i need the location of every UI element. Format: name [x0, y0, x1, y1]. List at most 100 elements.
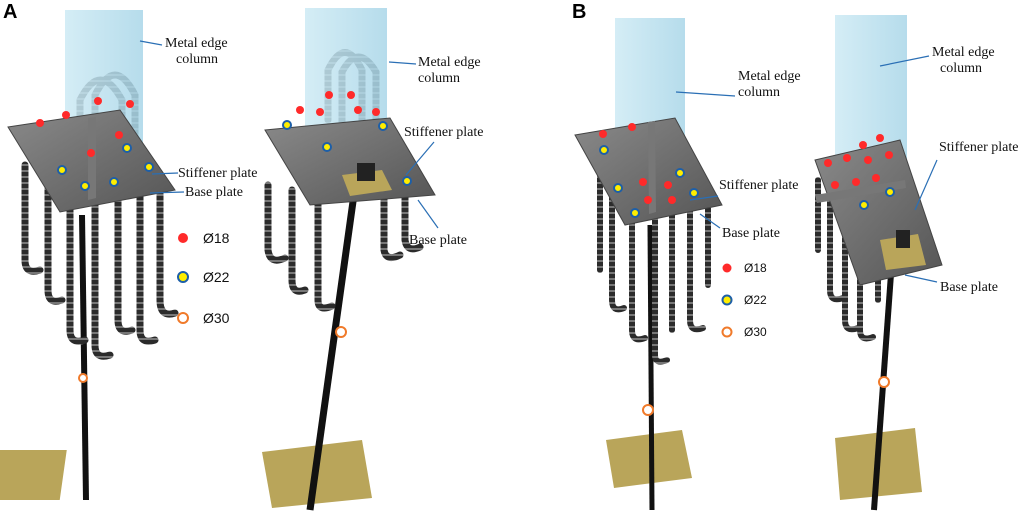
- b-right-base-label: Base plate: [940, 280, 998, 295]
- b-left-stiffener: [648, 121, 656, 214]
- a-left-column-label-2: column: [176, 52, 218, 67]
- b-left-stiffener-arrow: [689, 195, 719, 201]
- a-right-marker-d18: [347, 91, 355, 99]
- b-right-stiffener-arrow: [914, 159, 938, 211]
- panel-a-legend: Ø18 Ø22 Ø30: [177, 230, 230, 326]
- b-left-marker-d18: [628, 123, 636, 131]
- b-right-column-arrow: [879, 55, 930, 67]
- legend-d22-label: Ø22: [203, 269, 230, 285]
- a-left-marker-d22: [57, 165, 67, 175]
- a-left-marker-d18: [87, 149, 95, 157]
- legend-b-d22-label: Ø22: [744, 293, 767, 307]
- a-left-stiffener-label: Stiffener plate: [178, 166, 257, 181]
- a-left-anchor-rod: [79, 214, 89, 501]
- a-right-column-label-1: Metal edge: [418, 55, 481, 70]
- a-left-marker-d18: [94, 97, 102, 105]
- b-left-stiffener-label: Stiffener plate: [719, 178, 798, 193]
- b-right-marker-d18: [831, 181, 839, 189]
- b-left-rebars: [597, 172, 711, 365]
- legend-b-d18-label: Ø18: [744, 261, 767, 275]
- legend-d22-swatch: [177, 271, 189, 283]
- a-right-marker-d18: [354, 106, 362, 114]
- a-left-marker-d22: [109, 177, 119, 187]
- a-right-marker-d22: [402, 176, 412, 186]
- b-left-marker-d22: [630, 208, 640, 218]
- a-right-column-label-2: column: [418, 71, 460, 86]
- b-right-column-label-1: Metal edge: [932, 45, 995, 60]
- a-right-nut: [357, 163, 375, 181]
- a-right-marker-d18: [316, 108, 324, 116]
- b-left-anchor-rod: [647, 224, 655, 511]
- a-right-marker-d18: [325, 91, 333, 99]
- a-left-marker-d30: [78, 373, 88, 383]
- legend-b-d18-swatch: [722, 263, 732, 273]
- legend-d30-swatch: [177, 312, 189, 324]
- b-left-marker-d22: [613, 183, 623, 193]
- a-right-base-label: Base plate: [409, 233, 467, 248]
- panel-b-right-assembly: [814, 15, 943, 511]
- b-left-marker-d18: [599, 130, 607, 138]
- b-right-marker-d22: [859, 200, 869, 210]
- panel-a-left-assembly: [0, 10, 179, 501]
- a-right-marker-d22: [322, 142, 332, 152]
- b-left-base-label: Base plate: [722, 226, 780, 241]
- a-right-column-arrow: [388, 61, 417, 65]
- legend-b-d30-label: Ø30: [744, 325, 767, 339]
- b-left-column-label-1: Metal edge: [738, 69, 801, 84]
- a-left-marker-d18: [62, 111, 70, 119]
- a-right-stiffener-label: Stiffener plate: [404, 125, 483, 140]
- a-left-marker-d18: [115, 131, 123, 139]
- legend-b-d30-swatch: [721, 326, 733, 338]
- a-right-base-plate: [264, 117, 436, 206]
- b-right-marker-d18: [876, 134, 884, 142]
- a-right-marker-d30: [335, 326, 347, 338]
- b-right-anchor-block: [880, 234, 926, 270]
- a-left-column-label-1: Metal edge: [165, 36, 228, 51]
- b-left-marker-d22: [675, 168, 685, 178]
- a-right-marker-d18: [372, 108, 380, 116]
- b-right-marker-d18: [824, 159, 832, 167]
- panel-b-legend: Ø18 Ø22 Ø30: [721, 261, 767, 339]
- a-right-base-arrow: [417, 199, 439, 229]
- b-right-marker-d18: [852, 178, 860, 186]
- a-right-anchor-rod: [306, 179, 360, 511]
- a-left-marker-d18: [126, 100, 134, 108]
- a-right-anchor-block: [342, 170, 392, 196]
- b-right-rebars: [815, 177, 881, 342]
- b-right-column-label-2: column: [940, 61, 982, 76]
- panel-b-left-assembly: [574, 18, 723, 511]
- b-left-base-plate: [574, 117, 723, 226]
- a-right-stiffener-arrow: [405, 141, 435, 176]
- a-left-base-label: Base plate: [185, 185, 243, 200]
- b-left-marker-d18: [644, 196, 652, 204]
- legend-d18-label: Ø18: [203, 230, 230, 246]
- b-right-nut: [896, 230, 910, 248]
- a-left-marker-d22: [144, 162, 154, 172]
- b-left-marker-d18: [668, 196, 676, 204]
- panel-a-letter: A: [3, 1, 17, 23]
- b-right-base-arrow: [904, 274, 938, 283]
- b-right-marker-d18: [872, 174, 880, 182]
- legend-d30-label: Ø30: [203, 310, 230, 326]
- legend-b-d22-swatch: [721, 294, 733, 306]
- a-left-stiffener-arrow: [151, 172, 179, 175]
- legend-d18-swatch: [178, 233, 188, 243]
- panel-b-letter: B: [572, 1, 586, 23]
- b-left-marker-d18: [664, 181, 672, 189]
- b-left-column-label-2: column: [738, 85, 780, 100]
- b-right-stiffener: [815, 180, 906, 203]
- b-left-marker-d30: [642, 404, 654, 416]
- a-right-marker-d18: [296, 106, 304, 114]
- b-right-marker-d18: [843, 154, 851, 162]
- b-left-base-arrow: [699, 213, 721, 229]
- a-right-marker-d22: [282, 120, 292, 130]
- b-left-marker-d22: [689, 188, 699, 198]
- b-left-marker-d18: [639, 178, 647, 186]
- b-right-marker-d18: [859, 141, 867, 149]
- b-left-column-arrow: [675, 91, 736, 97]
- a-right-marker-d22: [378, 121, 388, 131]
- b-right-marker-d18: [864, 156, 872, 164]
- a-left-anchor-plate: [0, 450, 67, 500]
- a-left-marker-d22: [80, 181, 90, 191]
